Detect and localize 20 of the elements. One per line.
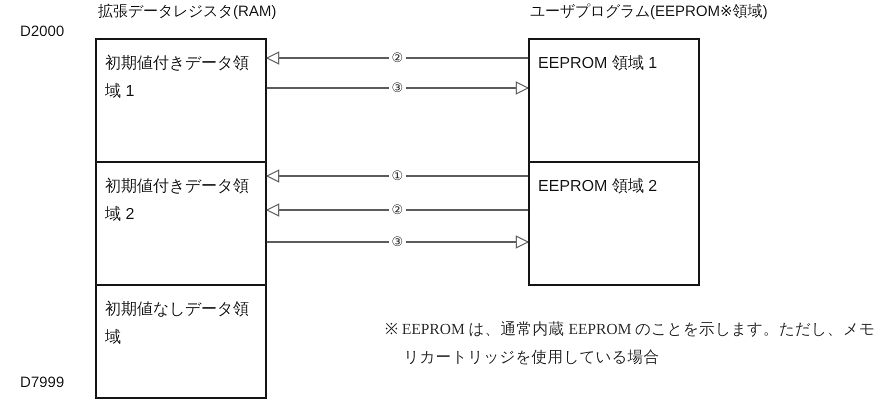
edge-label: ②: [388, 51, 406, 65]
address-label: D7999: [20, 374, 64, 391]
arrow: [266, 204, 528, 216]
arrow: [267, 82, 529, 94]
memory-area-box: 初期値なしデータ領域: [95, 284, 267, 399]
arrow: [266, 52, 528, 64]
address-label: D2000: [20, 23, 64, 40]
column-heading: ユーザプログラム(EEPROM※領域): [530, 2, 768, 21]
edge-label: ③: [388, 235, 406, 249]
memory-area-box: EEPROM 領域 1: [528, 38, 700, 163]
memory-area-box: EEPROM 領域 2: [528, 161, 700, 286]
arrow: [266, 170, 528, 182]
footnote: ※ EEPROM は、通常内蔵 EEPROM のことを示します。ただし、メモリカートリッジを使用している場合: [385, 320, 876, 368]
memory-area-box: 初期値付きデータ領域 2: [95, 161, 267, 286]
edge-label: ③: [388, 81, 406, 95]
memory-area-box: 初期値付きデータ領域 1: [95, 38, 267, 163]
edge-label: ②: [388, 203, 406, 217]
column-heading: 拡張データレジスタ(RAM): [98, 2, 276, 21]
edge-label: ①: [388, 169, 406, 183]
arrow: [267, 236, 529, 248]
